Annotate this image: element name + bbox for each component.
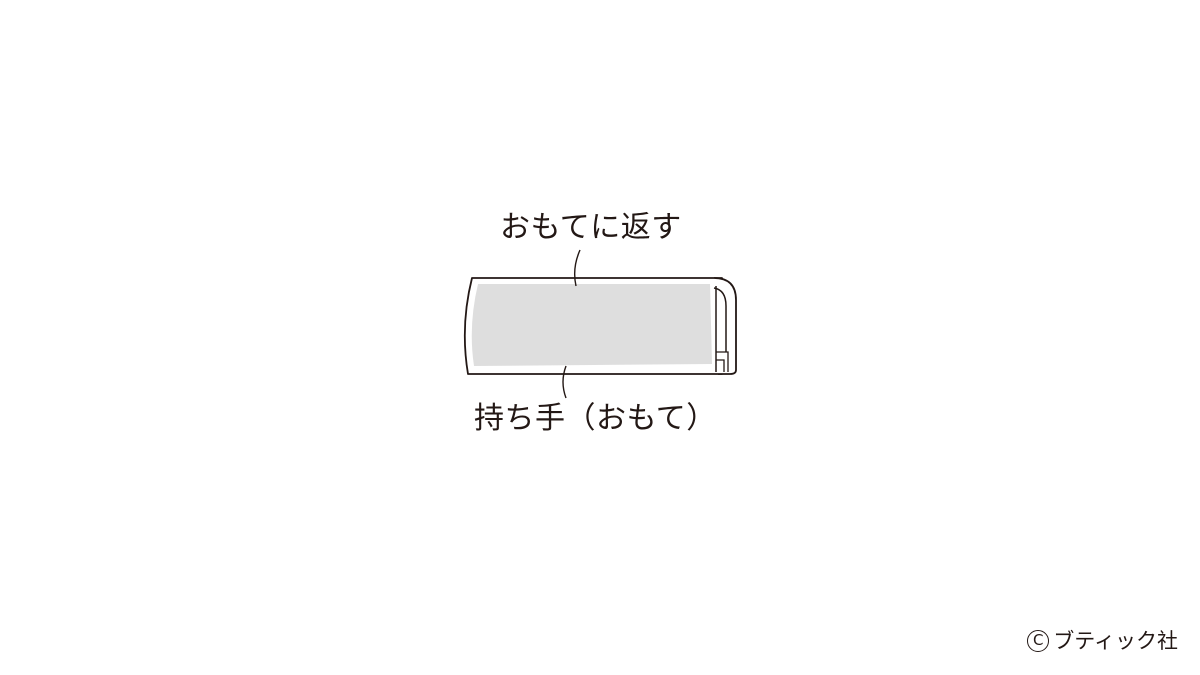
leader-line-bottom <box>562 365 567 399</box>
copyright-notice: C ブティック社 <box>1027 630 1178 652</box>
label-handle-right-side: 持ち手（おもて） <box>474 401 717 436</box>
label-turn-right-side-out: おもてに返す <box>500 210 682 245</box>
copyright-text: ブティック社 <box>1053 628 1178 653</box>
handle-tab-detail <box>716 351 729 372</box>
handle-folded-end <box>713 277 737 375</box>
leader-line-top <box>573 249 581 287</box>
copyright-icon: C <box>1027 630 1050 652</box>
handle-fabric-face <box>471 284 712 366</box>
